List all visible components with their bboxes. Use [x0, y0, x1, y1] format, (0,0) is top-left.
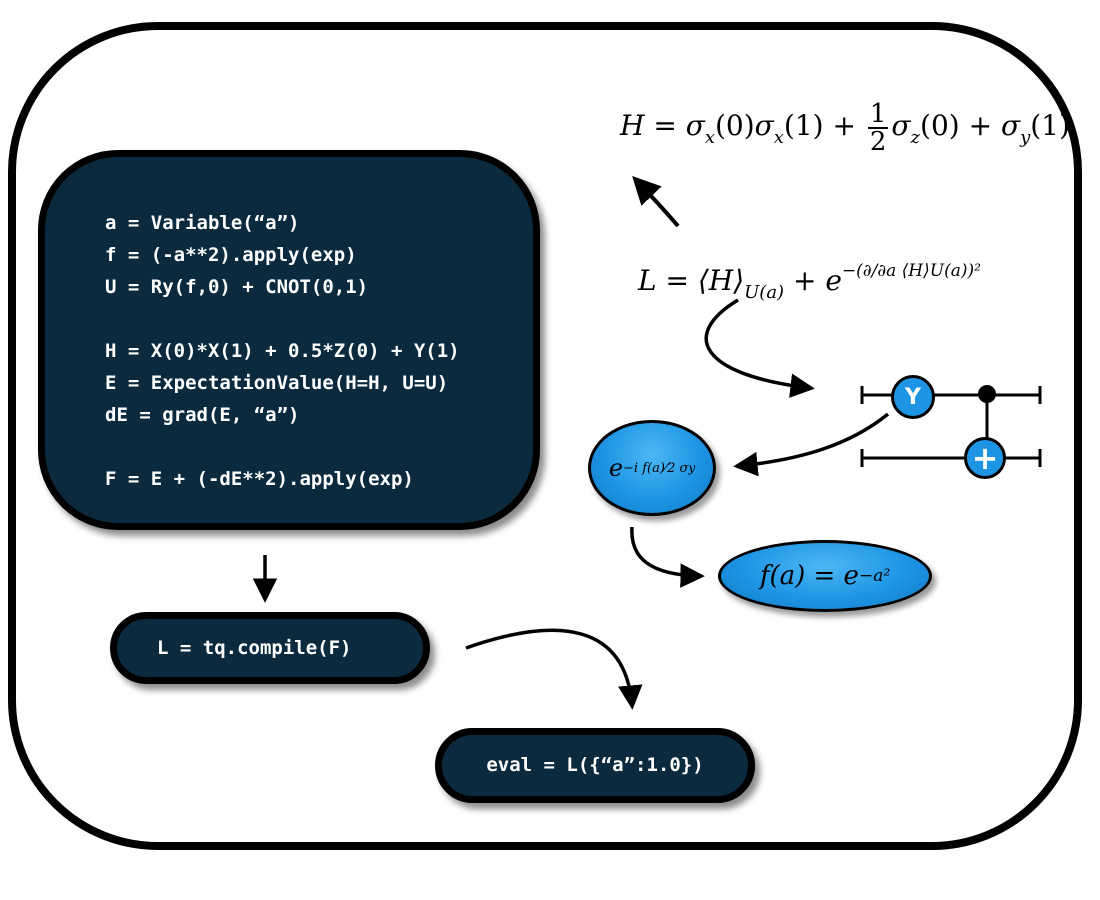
loss-formula: L = ⟨H⟩U(a) + e−(∂∕∂a ⟨H⟩U(a))² [638, 243, 981, 321]
code-line-variable: a = Variable(“a”) [105, 212, 300, 234]
ellipse-exponent: −i f(a)⁄2 σ [623, 460, 689, 476]
formula-operator: + [959, 109, 1001, 142]
cnot-control-dot [978, 385, 996, 403]
eval-code-block: eval = L({“a”:1.0}) [435, 728, 755, 803]
code-line-gradient: dE = grad(E, “a”) [105, 404, 300, 426]
formula-symbol: H [620, 109, 645, 142]
cnot-target: + [964, 437, 1006, 479]
code-line-hamiltonian: H = X(0)*X(1) + 0.5*Z(0) + Y(1) [105, 340, 460, 362]
ellipse-expression: f(a) = e [759, 561, 859, 591]
formula-subscript: x [704, 127, 715, 148]
formula-symbol: σ [891, 109, 911, 142]
formula-exponent: −(∂∕∂a ⟨H⟩U(a))² [841, 261, 981, 281]
fraction-numerator: 1 [867, 98, 889, 129]
code-line-circuit: U = Ry(f,0) + CNOT(0,1) [105, 276, 369, 298]
compile-code-block: L = tq.compile(F) [110, 612, 430, 684]
code-line-function: f = (-a**2).apply(exp) [105, 244, 357, 266]
f-function-ellipse: f(a) = e−a² [718, 540, 932, 612]
formula-symbol: σ [1000, 109, 1021, 142]
formula-symbol: σ [685, 109, 705, 142]
formula-argument: (0) [714, 109, 755, 142]
formula-operator: + [784, 264, 826, 297]
code-blank-line [105, 303, 533, 335]
formula-symbol: e [825, 264, 842, 297]
ellipse-exponent: −a² [858, 566, 891, 586]
ellipse-base: e [608, 454, 624, 482]
main-code-block: a = Variable(“a”) f = (-a**2).apply(exp)… [38, 150, 540, 530]
fraction-denominator: 2 [869, 126, 887, 157]
formula-argument: (1) [1030, 109, 1070, 142]
code-line-expectation: E = ExpectationValue(H=H, U=U) [105, 372, 449, 394]
formula-operator: = [656, 264, 698, 297]
formula-expectation: ⟨H⟩ [697, 264, 745, 297]
y-gate: Y [891, 375, 935, 419]
formula-operator: + [823, 109, 865, 142]
code-blank-line [105, 431, 533, 463]
formula-subscript: z [910, 127, 921, 148]
formula-argument: (1) [783, 109, 824, 142]
formula-symbol: σ [754, 109, 774, 142]
code-line-objective: F = E + (-dE**2).apply(exp) [105, 468, 414, 490]
ellipse-exponent-subscript: y [688, 461, 696, 475]
formula-subscript: U(a) [744, 282, 785, 303]
formula-argument: (0) [920, 109, 960, 142]
formula-symbol: L [638, 264, 657, 297]
formula-operator: = [644, 109, 686, 142]
formula-subscript: x [773, 127, 784, 148]
formula-subscript: y [1020, 127, 1031, 148]
